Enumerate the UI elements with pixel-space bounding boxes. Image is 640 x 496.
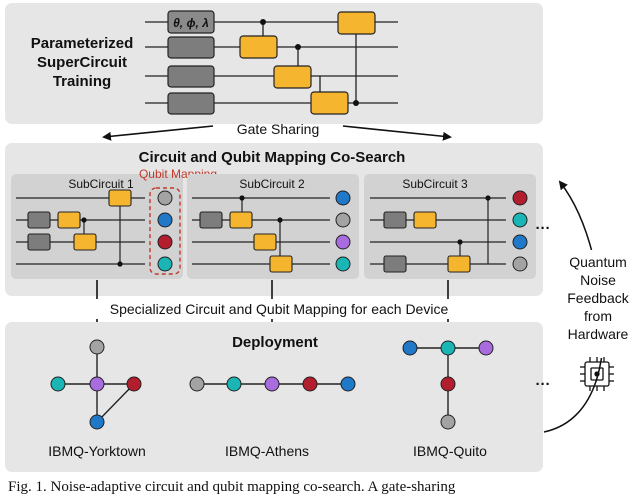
- device-yorktown-label: IBMQ-Yorktown: [48, 443, 146, 459]
- feedback-line-1: Quantum: [569, 254, 627, 270]
- feedback-text: Quantum Noise Feedback from Hardware: [567, 254, 629, 342]
- feedback-line-4: from: [584, 308, 612, 324]
- deployment-panel: Deployment IBMQ-Yorktown IBMQ-Ath: [5, 322, 551, 472]
- subcircuit-2: SubCircuit 2: [187, 174, 359, 279]
- deployment-ellipsis: ···: [536, 376, 551, 393]
- subcircuit-2-label: SubCircuit 2: [239, 177, 305, 191]
- control-dots: [260, 19, 359, 106]
- feedback-line-2: Noise: [580, 272, 616, 288]
- gate-sharing-label: Gate Sharing: [237, 121, 320, 137]
- qubit-node: [157, 190, 173, 206]
- training-title-line-3: Training: [53, 73, 111, 90]
- qubit-node: [512, 256, 528, 272]
- qubit-node: [157, 256, 173, 272]
- qubit-node: [335, 190, 351, 206]
- chip-icon: [580, 357, 614, 391]
- cosearch-ellipsis: ···: [536, 220, 551, 237]
- subcircuit-3-label: SubCircuit 3: [402, 177, 468, 191]
- param-gate-label: θ, ϕ, λ: [173, 16, 209, 30]
- orange-gates: [239, 11, 376, 115]
- qubit-node: [335, 256, 351, 272]
- training-title-line-2: SuperCircuit: [37, 54, 127, 71]
- gray-param-gates: [167, 10, 215, 115]
- qubit-node: [512, 212, 528, 228]
- qubit-node: [512, 234, 528, 250]
- qubit-node: [157, 234, 173, 250]
- subcircuit-3: SubCircuit 3: [364, 174, 536, 279]
- device-quito-label: IBMQ-Quito: [413, 443, 487, 459]
- qubit-mapping-box: [149, 187, 181, 275]
- specialized-label: Specialized Circuit and Qubit Mapping fo…: [110, 301, 449, 317]
- feedback-label-bg: [556, 250, 638, 358]
- subcircuit-1: SubCircuit 1 Qubit Mapping: [11, 167, 217, 279]
- qubit-node: [157, 212, 173, 228]
- subcircuit-3-qubits: [512, 190, 528, 272]
- subcircuit-1-label: SubCircuit 1: [68, 177, 134, 191]
- feedback-line-5: Hardware: [568, 326, 629, 342]
- device-quito-topology: [402, 340, 494, 430]
- device-athens-topology: [189, 376, 356, 392]
- specialized-label-bg: [60, 299, 498, 319]
- feedback-line-3: Feedback: [567, 290, 629, 306]
- cosearch-panel: Circuit and Qubit Mapping Co-Search SubC…: [5, 143, 551, 296]
- qubit-node: [512, 190, 528, 206]
- cosearch-title: Circuit and Qubit Mapping Co-Search: [139, 149, 406, 166]
- subcircuit-1-qubits: [157, 190, 173, 272]
- qubit-node: [335, 234, 351, 250]
- gate-sharing-arrow: Gate Sharing: [102, 121, 452, 141]
- subcircuit-2-qubits: [335, 190, 351, 272]
- param-gate-label-box: [167, 10, 215, 34]
- device-athens-label: IBMQ-Athens: [225, 443, 309, 459]
- training-title-line-1: Parameterized: [31, 35, 134, 52]
- device-yorktown-topology: [50, 339, 142, 430]
- deployment-title: Deployment: [232, 334, 318, 351]
- training-panel: Parameterized SuperCircuit Training θ, ϕ…: [5, 3, 543, 124]
- qubit-node: [335, 212, 351, 228]
- figure-caption: Fig. 1. Noise-adaptive circuit and qubit…: [8, 479, 456, 495]
